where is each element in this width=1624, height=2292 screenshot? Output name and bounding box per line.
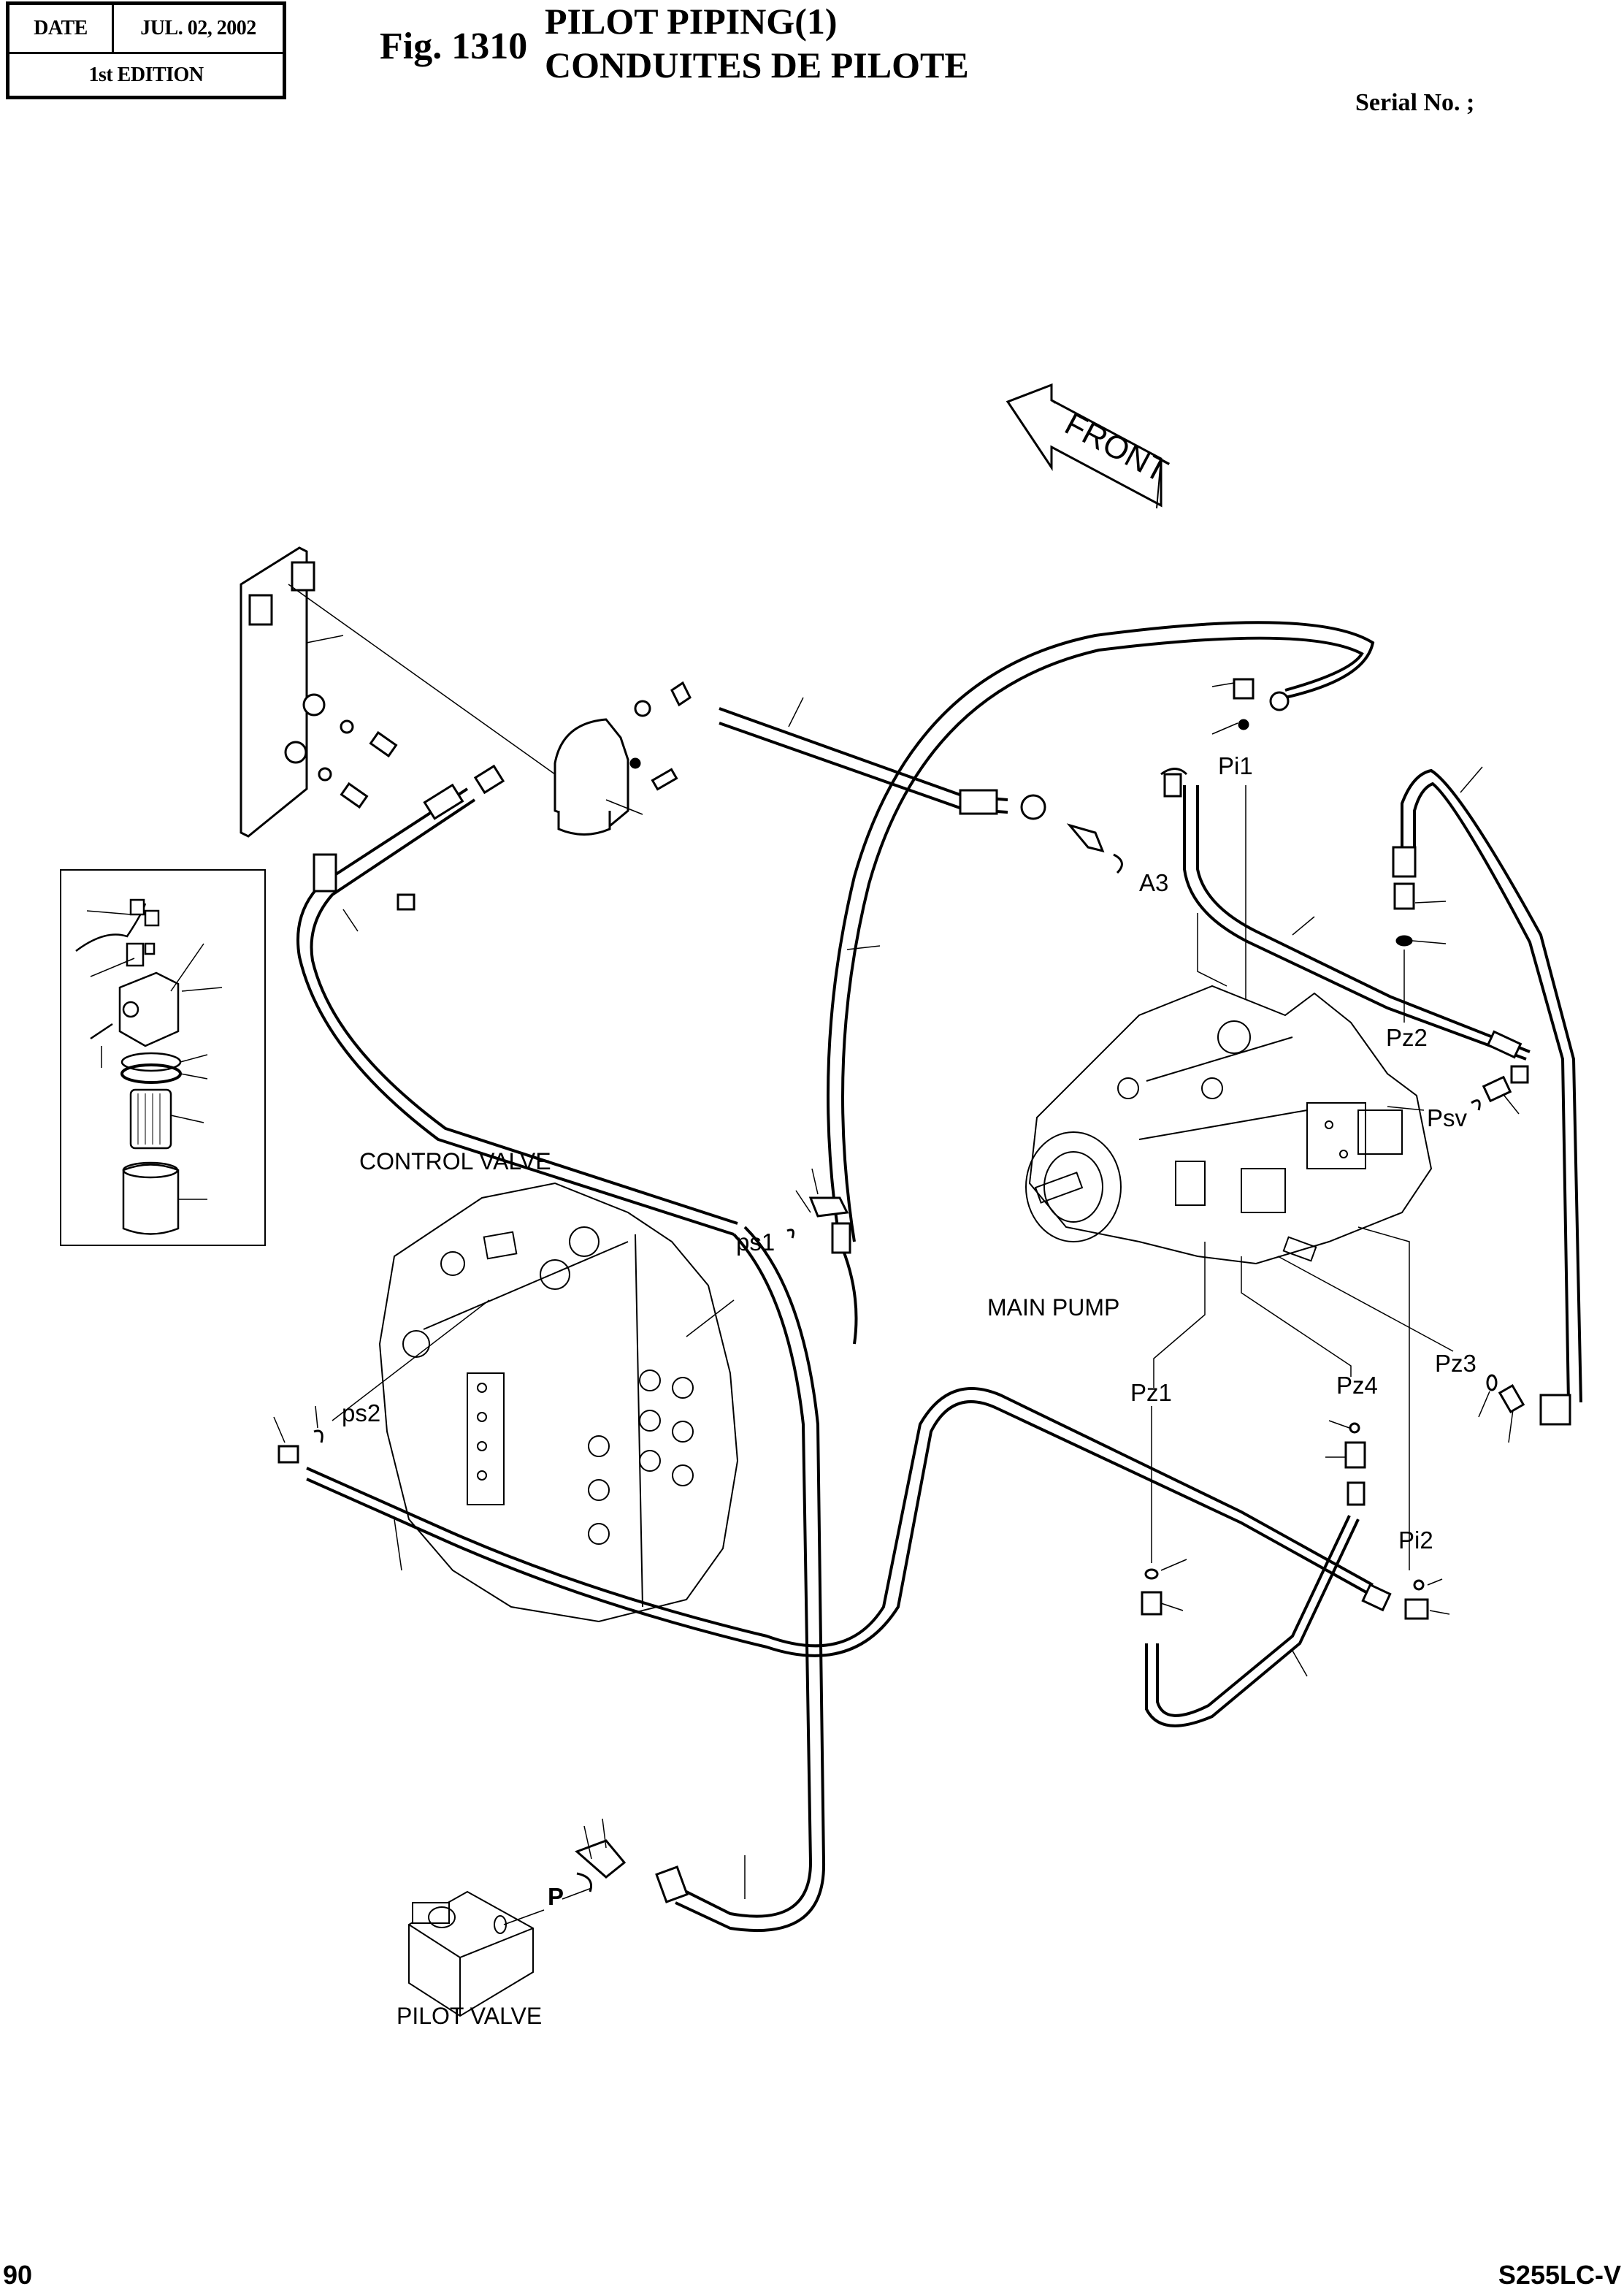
filter-exploded-view [75, 867, 223, 1235]
date-row: DATE JUL. 02, 2002 [9, 5, 283, 54]
date-value: JUL. 02, 2002 [140, 17, 256, 39]
ps2-fitting [273, 1405, 323, 1464]
serial-number-label: Serial No. ; [1355, 89, 1475, 116]
port-label-pz2: Pz2 [1386, 1024, 1428, 1051]
hose-loop-top [827, 621, 1375, 1345]
port-label-ps2: ps2 [342, 1399, 381, 1426]
main-pump [1025, 913, 1454, 1519]
control-valve [332, 1182, 739, 1623]
mounting-bracket [240, 546, 556, 838]
port-label-pz4: Pz4 [1336, 1372, 1378, 1399]
psv-fitting [1471, 1065, 1529, 1115]
port-label-pz1: Pz1 [1130, 1379, 1172, 1406]
filter-detail-inset [60, 867, 266, 1246]
revision-info-box: DATE JUL. 02, 2002 1st EDITION [6, 1, 286, 99]
component-label-main-pump: MAIN PUMP [987, 1294, 1120, 1321]
port-label-a3: A3 [1139, 869, 1169, 896]
front-arrow-icon: FRONT [1006, 383, 1173, 509]
page-number: 90 [3, 2260, 33, 2290]
hose-pz1-to-pz4 [1141, 1406, 1366, 1727]
port-label-pz3: Pz3 [1435, 1350, 1476, 1377]
port-label-pi1: Pi1 [1218, 752, 1253, 779]
component-label-control-valve: CONTROL VALVE [359, 1148, 551, 1174]
ps1-fitting [786, 1168, 849, 1239]
hose-ps2-to-pi2 [306, 1387, 1450, 1657]
hose-pz2-to-pz3 [1392, 766, 1582, 1426]
component-label-pilot-valve: PILOT VALVE [397, 2003, 543, 2029]
port-label-ps1: ps1 [736, 1229, 775, 1256]
pi1-connector [1211, 678, 1290, 1023]
hose-filter-to-left [296, 764, 738, 1236]
pilot-valve [408, 1818, 627, 2017]
hose-filter-to-pump [719, 697, 1123, 874]
hose-a3-to-psv [1160, 768, 1531, 1061]
hose-ps1-to-pilot [655, 1226, 826, 1933]
port-label-pi2: Pi2 [1398, 1527, 1433, 1554]
figure-title-french: CONDUITES DE PILOTE [545, 45, 969, 85]
date-label: DATE [9, 5, 114, 52]
edition-label: 1st EDITION [88, 63, 204, 86]
figure-title-english: PILOT PIPING(1) [545, 1, 838, 42]
port-label-p: P [548, 1883, 564, 1910]
model-number: S255LC-V [1498, 2260, 1621, 2290]
pz3-fitting [1478, 1374, 1525, 1443]
pilot-filter [554, 681, 692, 836]
figure-number: Fig. 1310 [380, 26, 528, 67]
port-label-psv: Psv [1427, 1104, 1468, 1131]
